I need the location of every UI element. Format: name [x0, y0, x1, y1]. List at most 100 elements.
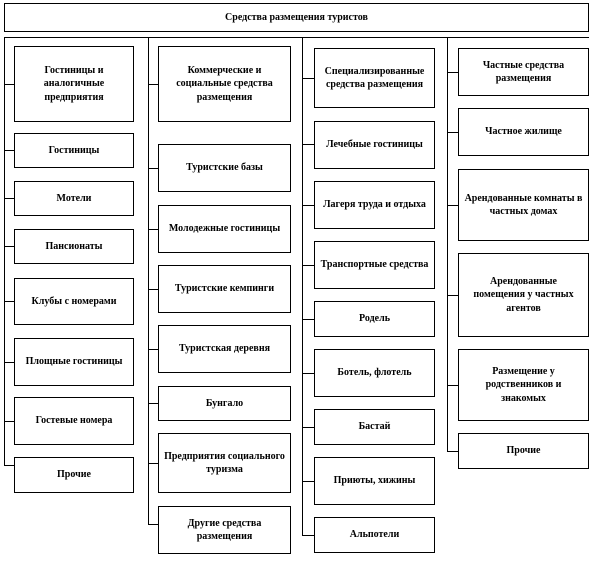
col4-node-4: Размещение у родственников и знакомых — [458, 349, 589, 421]
col3-conn-7 — [302, 481, 314, 482]
col3-node-2: Лагеря труда и отдыха — [314, 181, 435, 229]
col4-node-1: Частное жилище — [458, 108, 589, 156]
col2-node-5: Бунгало — [158, 386, 291, 421]
col1-node-1: Гостиницы — [14, 133, 134, 168]
col3-label-6: Бастай — [358, 421, 391, 433]
col3-node-7: Приюты, хижины — [314, 457, 435, 505]
col1-node-4: Клубы с номерами — [14, 278, 134, 325]
col4-conn-2 — [447, 205, 458, 206]
col3-node-8: Альпотели — [314, 517, 435, 553]
col3-label-3: Транспортные средства — [320, 259, 429, 271]
col1-label-4: Клубы с номерами — [31, 295, 117, 307]
col3-label-5: Ботель, флотель — [337, 367, 412, 379]
col4-conn-5 — [447, 451, 458, 452]
root-bus-line — [4, 37, 589, 38]
col2-node-3: Туристские кемпинги — [158, 265, 291, 313]
col4-node-2: Арендованные комнаты в частных домах — [458, 169, 589, 241]
col3-label-4: Родель — [359, 313, 390, 325]
col2-label-3: Туристские кемпинги — [174, 283, 275, 295]
col2-node-2: Молодежные гостиницы — [158, 205, 291, 253]
col2-conn-7 — [148, 524, 158, 525]
col2-label-5: Бунгало — [205, 397, 244, 409]
col1-label-3: Пансионаты — [45, 240, 103, 252]
col3-node-3: Транспортные средства — [314, 241, 435, 289]
col2-spine — [148, 37, 149, 524]
col1-node-6: Гостевые номера — [14, 397, 134, 445]
col3-conn-1 — [302, 144, 314, 145]
col2-label-0: Коммерческие и социальные средства разме… — [176, 64, 273, 103]
col1-conn-6 — [4, 421, 14, 422]
col2-node-6: Предприятия социального туризма — [158, 433, 291, 493]
col4-label-4: Размещение у родственников и знакомых — [485, 365, 562, 404]
col1-label-0: Гостиницы и аналогичные предприятия — [43, 64, 105, 103]
col2-label-4: Туристская деревня — [179, 343, 270, 355]
col2-label-2: Молодежные гостиницы — [168, 223, 281, 235]
col1-label-7: Прочие — [57, 469, 91, 481]
col1-label-1: Гостиницы — [48, 144, 100, 156]
col3-conn-0 — [302, 78, 314, 79]
col1-label-6: Гостевые номера — [35, 415, 113, 427]
col4-label-5: Прочие — [506, 445, 541, 457]
col4-label-3: Арендованные помещения у частных агентов — [473, 275, 574, 314]
col2-conn-6 — [148, 463, 158, 464]
col2-label-1: Туристские базы — [186, 162, 263, 174]
col1-conn-1 — [4, 150, 14, 151]
col2-conn-5 — [148, 403, 158, 404]
col1-conn-5 — [4, 362, 14, 363]
col4-spine — [447, 37, 448, 451]
col4-node-0: Частные средства размещения — [458, 48, 589, 96]
col3-node-1: Лечебные гостиницы — [314, 121, 435, 169]
col4-node-5: Прочие — [458, 433, 589, 469]
col4-node-3: Арендованные помещения у частных агентов — [458, 253, 589, 337]
col3-node-6: Бастай — [314, 409, 435, 445]
col4-conn-4 — [447, 385, 458, 386]
col2-conn-1 — [148, 168, 158, 169]
col3-label-1: Лечебные гостиницы — [326, 139, 423, 151]
col2-conn-0 — [148, 84, 158, 85]
col4-label-2: Арендованные комнаты в частных домах — [464, 192, 583, 218]
col1-conn-3 — [4, 246, 14, 247]
col2-node-7: Другие средства размещения — [158, 506, 291, 554]
col3-conn-2 — [302, 205, 314, 206]
col3-node-4: Родель — [314, 301, 435, 337]
root-node: Средства размещения туристов — [4, 3, 589, 32]
col2-conn-2 — [148, 229, 158, 230]
col4-conn-3 — [447, 295, 458, 296]
root-label: Средства размещения туристов — [225, 11, 368, 23]
col1-conn-4 — [4, 301, 14, 302]
col2-label-6: Предприятия социального туризма — [164, 450, 285, 476]
col2-node-4: Туристская деревня — [158, 325, 291, 373]
col1-conn-0 — [4, 84, 14, 85]
col2-label-7: Другие средства размещения — [187, 517, 262, 543]
col3-node-5: Ботель, флотель — [314, 349, 435, 397]
col1-node-7: Прочие — [14, 457, 134, 493]
col2-conn-4 — [148, 349, 158, 350]
col2-node-0: Коммерческие и социальные средства разме… — [158, 46, 291, 122]
col1-conn-7 — [4, 465, 14, 466]
col3-spine — [302, 37, 303, 535]
col2-node-1: Туристские базы — [158, 144, 291, 192]
col1-spine — [4, 37, 5, 465]
col1-label-2: Мотели — [56, 192, 92, 204]
col3-node-0: Специализированные средства размещения — [314, 48, 435, 108]
col4-conn-0 — [447, 72, 458, 73]
col1-label-5: Площные гостиницы — [25, 356, 123, 368]
col1-node-5: Площные гостиницы — [14, 338, 134, 386]
col3-conn-5 — [302, 373, 314, 374]
col3-conn-6 — [302, 427, 314, 428]
col3-label-0: Специализированные средства размещения — [324, 65, 425, 91]
col1-conn-2 — [4, 198, 14, 199]
col4-conn-1 — [447, 132, 458, 133]
col2-conn-3 — [148, 289, 158, 290]
col4-label-0: Частные средства размещения — [482, 59, 565, 85]
col3-label-7: Приюты, хижины — [333, 475, 416, 487]
col1-node-3: Пансионаты — [14, 229, 134, 264]
col3-label-8: Альпотели — [349, 529, 400, 541]
col3-conn-3 — [302, 265, 314, 266]
col3-conn-4 — [302, 319, 314, 320]
col3-label-2: Лагеря труда и отдыха — [323, 199, 426, 211]
col4-label-1: Частное жилище — [485, 126, 562, 138]
col1-node-0: Гостиницы и аналогичные предприятия — [14, 46, 134, 122]
col3-conn-8 — [302, 535, 314, 536]
col1-node-2: Мотели — [14, 181, 134, 216]
